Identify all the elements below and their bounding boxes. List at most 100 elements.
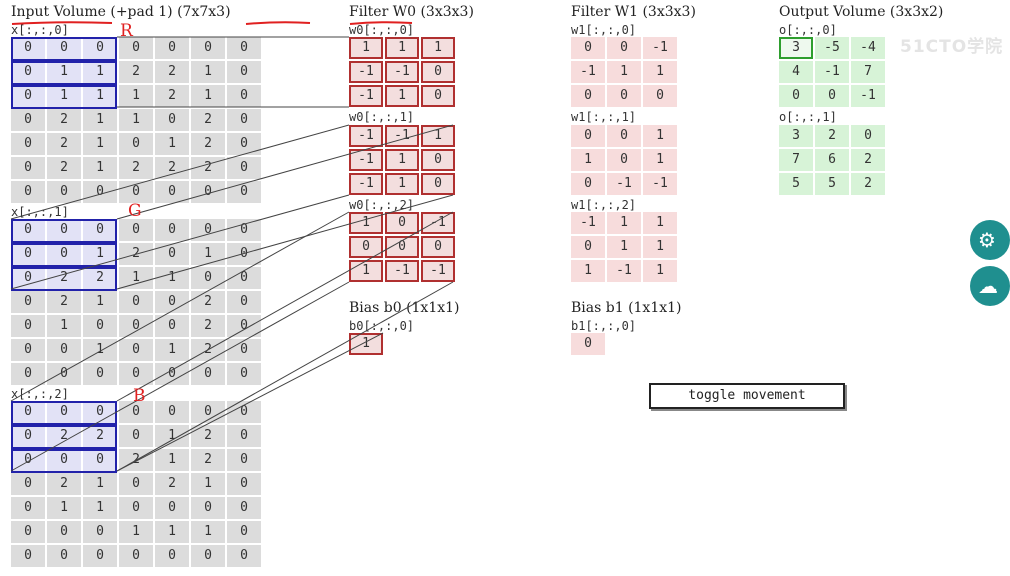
w0-slice-1-cell: -1 (349, 149, 383, 171)
input-slice-0-cell: 0 (83, 181, 117, 203)
input-slice-1-cell: 2 (83, 267, 117, 289)
input-slice-1-cell: 0 (119, 219, 153, 241)
input-slice-2-cell: 0 (119, 497, 153, 519)
input-slice-2-cell: 2 (47, 473, 81, 495)
input-slice-0-cell: 1 (191, 85, 225, 107)
input-slice-1-cell: 0 (11, 243, 45, 265)
input-slice-1-cell: 0 (227, 267, 261, 289)
input-slice-0-cell: 0 (227, 61, 261, 83)
input-slice-1-cell: 0 (227, 363, 261, 385)
input-slice-1-cell: 0 (155, 363, 189, 385)
input-slice-1-cell: 0 (119, 339, 153, 361)
cloud-icon[interactable]: ☁ (970, 266, 1010, 306)
input-slice-1-cell: 0 (83, 219, 117, 241)
input-slice-1-cell: 1 (155, 339, 189, 361)
input-slice-0-cell: 0 (11, 181, 45, 203)
input-slice-2-cell: 0 (155, 497, 189, 519)
output-slice-0-cell: 0 (779, 85, 813, 107)
input-slice-0-label: x[:,:,0] (11, 23, 69, 37)
input-slice-2-cell: 0 (227, 521, 261, 543)
input-slice-0-cell: 0 (47, 181, 81, 203)
w1-slice-1-cell: 0 (607, 125, 641, 147)
input-slice-0-cell: 0 (11, 109, 45, 131)
input-slice-2-cell: 0 (83, 401, 117, 423)
input-slice-0-cell: 0 (227, 157, 261, 179)
underline-input (11, 21, 113, 25)
input-slice-2-cell: 1 (47, 497, 81, 519)
input-slice-1-cell: 0 (227, 291, 261, 313)
input-slice-1-cell: 0 (155, 291, 189, 313)
input-slice-2-cell: 0 (11, 473, 45, 495)
watermark-logo: 51CTO学院 (900, 37, 1004, 57)
settings-gear-icon[interactable]: ⚙ (970, 220, 1010, 260)
connector-line (10, 281, 350, 472)
input-slice-2-cell: 0 (191, 545, 225, 567)
w0-slice-2-cell: 0 (421, 236, 455, 258)
input-slice-1-cell: 0 (155, 315, 189, 337)
receptive-field-slice-2-row-2 (11, 449, 117, 473)
input-slice-2-cell: 0 (119, 545, 153, 567)
receptive-field-slice-1-row-0 (11, 219, 117, 243)
input-slice-0-cell: 1 (119, 85, 153, 107)
input-volume-title: Input Volume (+pad 1) (7x7x3) (11, 4, 231, 20)
input-slice-0-cell: 1 (83, 61, 117, 83)
w1-slice-0-cell: 0 (643, 85, 677, 107)
input-slice-1-cell: 0 (11, 339, 45, 361)
input-slice-0-cell: 1 (119, 109, 153, 131)
w0-slice-0-cell: -1 (349, 85, 383, 107)
receptive-field-slice-2-row-0 (11, 401, 117, 425)
w0-slice-1-cell: 1 (385, 149, 419, 171)
input-slice-2-cell: 0 (155, 545, 189, 567)
input-slice-1-cell: 0 (191, 267, 225, 289)
w1-slice-1-cell: 0 (571, 125, 605, 147)
w0-slice-2-cell: 1 (349, 212, 383, 234)
input-slice-0-cell: 0 (191, 181, 225, 203)
input-slice-0-cell: 2 (155, 85, 189, 107)
output-slice-1-cell: 5 (815, 173, 849, 195)
input-slice-1-cell: 0 (47, 219, 81, 241)
output-slice-1-cell: 6 (815, 149, 849, 171)
input-slice-0-cell: 1 (83, 109, 117, 131)
input-slice-1-cell: 0 (47, 243, 81, 265)
w0-slice-1-cell: -1 (349, 173, 383, 195)
w0-slice-0-cell: -1 (349, 61, 383, 83)
w0-slice-2-cell: 0 (385, 212, 419, 234)
input-slice-0-cell: 0 (155, 37, 189, 59)
input-slice-2-cell: 0 (47, 401, 81, 423)
input-slice-0-cell: 0 (11, 61, 45, 83)
w0-slice-0-cell: 1 (349, 37, 383, 59)
input-slice-0-cell: 1 (83, 157, 117, 179)
toggle-movement-button[interactable]: toggle movement (649, 383, 845, 409)
bias-b0-label: b0[:,:,0] (349, 319, 415, 333)
output-slice-1-cell: 2 (851, 149, 885, 171)
input-slice-2-cell: 0 (119, 425, 153, 447)
input-slice-1-cell: 0 (11, 315, 45, 337)
input-slice-1-cell: 0 (119, 363, 153, 385)
input-slice-0-cell: 0 (191, 37, 225, 59)
w1-slice-2-cell: 1 (643, 260, 677, 282)
bias-b0-title: Bias b0 (1x1x1) (349, 300, 460, 316)
input-slice-2-cell: 0 (227, 425, 261, 447)
input-slice-2-cell: 0 (227, 473, 261, 495)
input-slice-0-cell: 0 (155, 109, 189, 131)
input-slice-2-cell: 2 (191, 425, 225, 447)
output-slice-1-cell: 5 (779, 173, 813, 195)
filter-w1-title: Filter W1 (3x3x3) (571, 4, 696, 20)
red-underlines (11, 21, 413, 25)
input-slice-1-cell: 0 (119, 291, 153, 313)
w0-slice-0-cell: -1 (385, 61, 419, 83)
input-slice-2-cell: 1 (119, 521, 153, 543)
underline-filter (349, 21, 413, 25)
input-slice-2-cell: 0 (83, 521, 117, 543)
output-slice-0-cell: 0 (815, 85, 849, 107)
input-slice-2-cell: 0 (191, 401, 225, 423)
input-slice-2-cell: 0 (11, 497, 45, 519)
receptive-field-slice-0-row-1 (11, 61, 117, 85)
w1-slice-2-cell: -1 (571, 212, 605, 234)
input-slice-2-cell: 1 (155, 449, 189, 471)
input-slice-2-cell: 0 (47, 545, 81, 567)
input-slice-2-cell: 0 (227, 497, 261, 519)
